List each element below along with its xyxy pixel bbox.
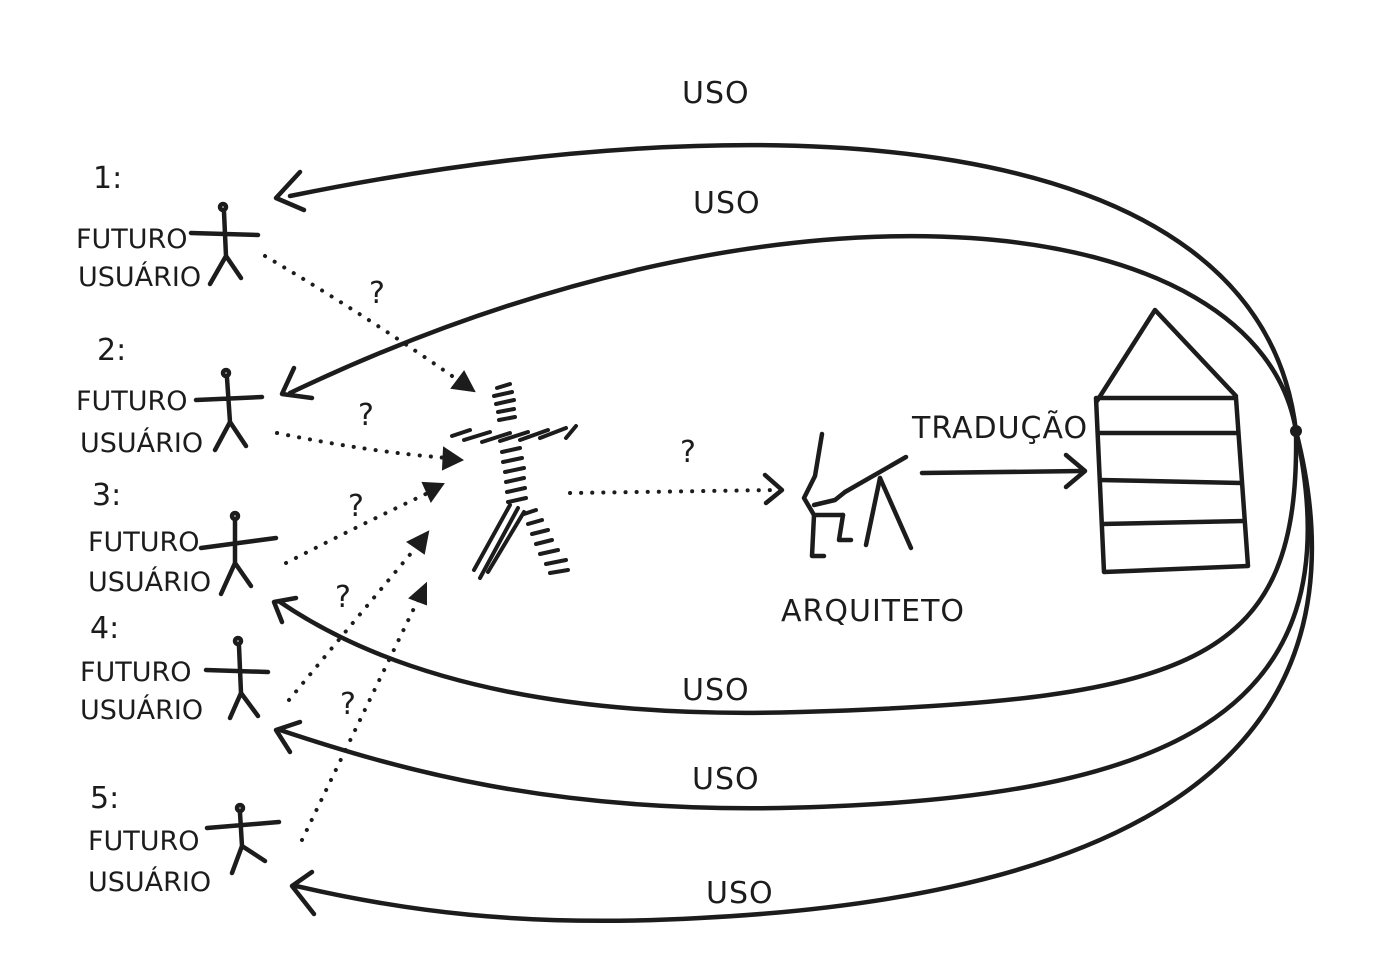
use-arrow-to-user-2: [279, 233, 1299, 434]
user-1-number: 1:: [93, 161, 122, 196]
use-label-2: USO: [693, 186, 761, 221]
user-2: 2: FUTURO USUÁRIO: [76, 333, 265, 459]
translation-arrow: [919, 452, 1088, 490]
user-4-number: 4:: [90, 611, 119, 646]
generic-user-hatched-figure-icon: [450, 382, 578, 580]
dotted-arrow-to-architect: [568, 472, 785, 506]
dotted-arrow-user-1: [263, 254, 476, 393]
user-2-line2: USUÁRIO: [80, 427, 203, 459]
user-5: 5: FUTURO USUÁRIO: [88, 781, 282, 898]
user-3-number: 3:: [92, 478, 121, 513]
user-5-line1: FUTURO: [88, 826, 200, 857]
translation-label: TRADUÇÃO: [911, 410, 1088, 446]
user-3: 3: FUTURO USUÁRIO: [88, 478, 279, 598]
user-1-stick-figure-icon: [188, 201, 261, 287]
user-3-line1: FUTURO: [88, 527, 200, 558]
architect-label: ARQUITETO: [781, 594, 965, 629]
use-label-4: USO: [692, 762, 760, 797]
question-mark-architect: ?: [680, 435, 696, 470]
user-5-line2: USUÁRIO: [88, 866, 211, 898]
use-arrow-to-user-5: [289, 428, 1315, 924]
user-2-number: 2:: [97, 333, 126, 368]
use-arrow-to-user-3: [271, 428, 1299, 716]
question-mark-1: ?: [369, 276, 385, 311]
question-mark-5: ?: [340, 687, 356, 722]
user-4: 4: FUTURO USUÁRIO: [80, 611, 271, 726]
use-arrow-to-user-1: [273, 142, 1299, 434]
dotted-arrow-user-5: [300, 581, 427, 842]
user-3-line2: USUÁRIO: [88, 566, 211, 598]
building-icon: [1093, 307, 1251, 575]
user-5-number: 5:: [90, 781, 119, 816]
user-1: 1: FUTURO USUÁRIO: [76, 161, 261, 293]
user-4-line2: USUÁRIO: [80, 694, 203, 726]
architect-at-desk-icon: [801, 431, 914, 559]
dotted-arrow-user-4: [287, 530, 430, 702]
use-arrow-to-user-4: [273, 428, 1310, 811]
user-5-stick-figure-icon: [204, 802, 282, 876]
question-mark-3: ?: [348, 489, 364, 524]
dotted-arrow-user-2: [275, 431, 465, 471]
user-2-line1: FUTURO: [76, 386, 188, 417]
user-1-line1: FUTURO: [76, 224, 188, 255]
user-2-stick-figure-icon: [193, 367, 265, 453]
user-1-line2: USUÁRIO: [78, 261, 201, 293]
use-label-1: USO: [682, 76, 750, 111]
use-origin-node: [1290, 425, 1302, 437]
use-label-5: USO: [706, 876, 774, 911]
dotted-arrow-user-3: [284, 481, 445, 565]
user-3-stick-figure-icon: [198, 510, 279, 597]
user-4-line1: FUTURO: [80, 657, 192, 688]
question-mark-4: ?: [335, 580, 351, 615]
question-mark-2: ?: [358, 398, 374, 433]
user-4-stick-figure-icon: [203, 635, 271, 721]
use-label-3: USO: [682, 673, 750, 708]
